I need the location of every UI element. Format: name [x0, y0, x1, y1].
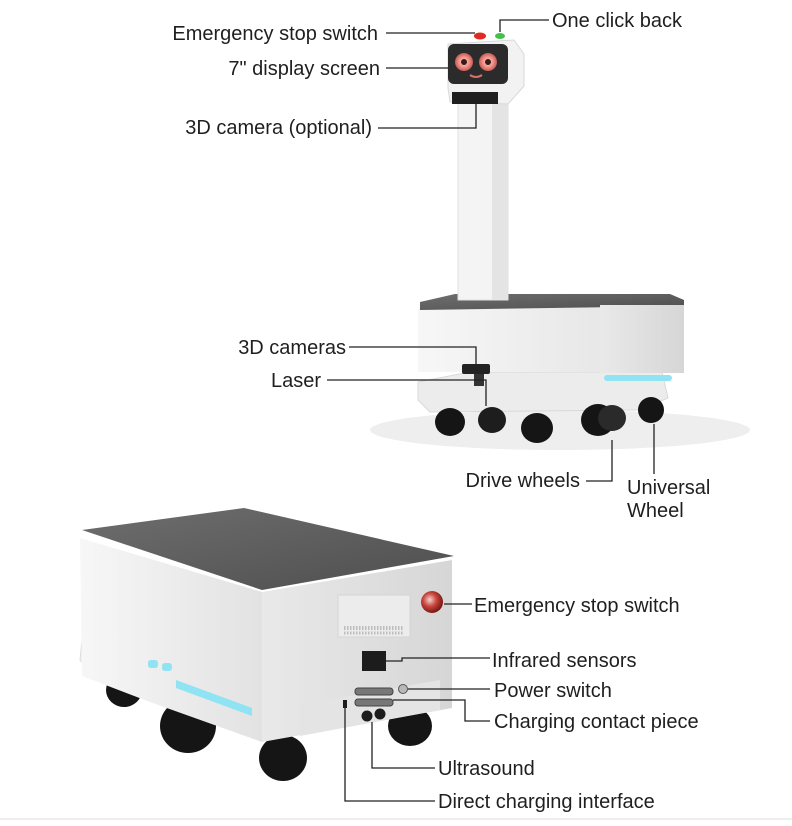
label-direct-charging: Direct charging interface	[438, 791, 655, 813]
top-3d-camera-icon	[462, 364, 490, 374]
label-charging-contact: Charging contact piece	[494, 711, 699, 733]
bottom-emergency-stop-icon	[421, 591, 443, 613]
power-switch-icon	[398, 684, 408, 694]
label-universal-wheel-1: Universal	[627, 477, 710, 499]
bottom-led-dot	[162, 663, 172, 671]
wheel-icon	[521, 413, 553, 443]
label-3d-camera-optional: 3D camera (optional)	[185, 117, 372, 139]
label-power-switch: Power switch	[494, 680, 612, 702]
label-3d-cameras: 3D cameras	[238, 337, 346, 359]
label-emergency-stop-top: Emergency stop switch	[172, 23, 378, 45]
universal-wheel-icon	[638, 397, 664, 423]
top-pole-side	[492, 102, 508, 300]
top-wheels	[435, 397, 664, 443]
screen-pupil-icon	[485, 59, 491, 65]
infrared-sensor-icon	[362, 651, 386, 671]
emergency-stop-button-icon	[474, 32, 486, 40]
screen-mouth-icon	[469, 74, 483, 78]
screen-pupil-icon	[461, 59, 467, 65]
label-infrared-sensors: Infrared sensors	[492, 650, 637, 672]
drive-wheel-icon	[598, 405, 626, 431]
label-one-click-back: One click back	[552, 10, 683, 32]
bottom-body-side	[80, 538, 262, 742]
bottom-led-strip	[176, 680, 252, 716]
bottom-leader-lines	[344, 603, 490, 802]
wheel-icon	[478, 407, 506, 433]
label-display-screen: 7" display screen	[228, 58, 380, 80]
charging-contact-icon	[354, 687, 394, 696]
bottom-front-recess	[300, 680, 440, 736]
label-laser: Laser	[271, 370, 321, 392]
3d-camera-optional-icon	[452, 92, 498, 104]
ultrasound-sensor-icon	[374, 708, 386, 720]
top-leader-lines	[327, 19, 655, 482]
wheel-icon	[259, 735, 307, 781]
charging-contact-icon	[354, 698, 394, 707]
speaker-grille	[337, 594, 411, 638]
label-ultrasound: Ultrasound	[438, 758, 535, 780]
wheel-icon	[435, 408, 465, 436]
top-floor-shadow	[370, 410, 750, 450]
label-emergency-stop-bottom: Emergency stop switch	[474, 595, 680, 617]
top-robot-illustration	[370, 32, 750, 450]
label-universal-wheel-2: Wheel	[627, 500, 684, 522]
one-click-back-button-icon	[495, 33, 505, 39]
top-body-side	[600, 305, 684, 373]
direct-charging-port-icon	[343, 700, 347, 708]
top-led-strip	[604, 375, 672, 381]
bottom-top-plate	[82, 508, 454, 590]
bottom-robot-illustration	[79, 508, 454, 781]
bottom-led-dot	[148, 660, 158, 668]
label-drive-wheels: Drive wheels	[466, 470, 580, 492]
ultrasound-sensor-icon	[361, 710, 373, 722]
